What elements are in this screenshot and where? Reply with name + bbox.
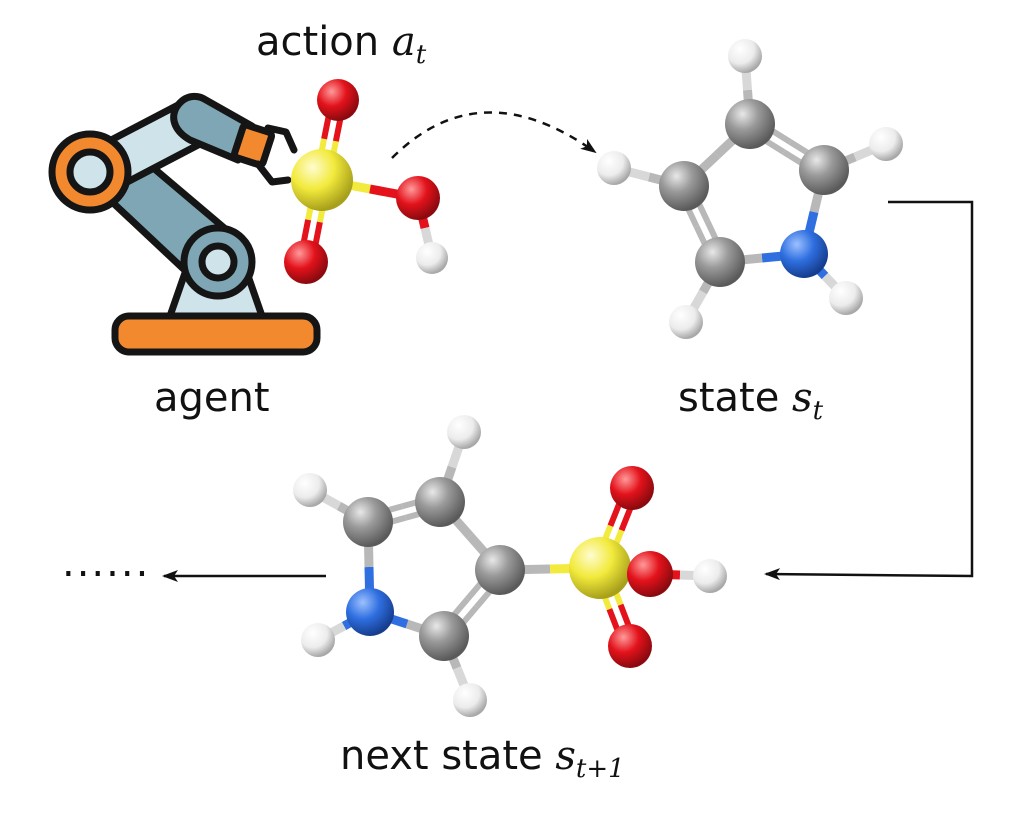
hydrogen-atom <box>669 305 703 339</box>
carbon-atom <box>799 145 849 195</box>
oxygen-atom <box>610 466 654 510</box>
carbon-atom <box>695 237 745 287</box>
next-state-label: next state st+1 <box>340 736 625 782</box>
pyrrole-state <box>597 39 903 339</box>
action-label-word: action <box>256 19 380 65</box>
action-label: action at <box>256 22 426 68</box>
carbon-atom <box>725 99 775 149</box>
hydrogen-atom <box>301 623 335 657</box>
next-state-symbol: s <box>555 733 576 779</box>
hydrogen-atom <box>447 415 481 449</box>
state-transition-arrow <box>764 200 974 581</box>
action-sulfonic-acid <box>284 79 448 284</box>
pyrrole-sulfonic-acid-next-state <box>293 415 727 717</box>
oxygen-atom <box>396 176 440 220</box>
carbon-atom <box>343 497 393 547</box>
oxygen-atom <box>317 79 359 121</box>
next-state-label-word: next state <box>340 733 543 779</box>
nitrogen-atom <box>346 588 394 636</box>
state-label-word: state <box>678 375 780 421</box>
oxygen-atom <box>608 624 652 668</box>
carbon-atom <box>419 611 469 661</box>
action-subscript: t <box>415 40 427 70</box>
robot-arm-icon <box>48 93 321 356</box>
state-subscript: t <box>812 396 824 426</box>
agent-label: agent <box>154 375 270 421</box>
hydrogen-atom <box>453 683 487 717</box>
sulfur-atom <box>291 149 353 211</box>
state-label: state st <box>678 378 823 424</box>
hydrogen-atom <box>728 39 762 73</box>
action-dashed-arrow <box>391 111 597 159</box>
hydrogen-atom <box>829 281 863 315</box>
sulfur-atom <box>569 537 631 599</box>
hydrogen-atom <box>416 242 448 274</box>
oxygen-atom <box>627 551 673 597</box>
action-symbol: a <box>391 19 416 65</box>
hydrogen-atom <box>293 473 327 507</box>
carbon-atom <box>415 477 465 527</box>
next-state-subscript: t+1 <box>575 754 625 784</box>
ellipsis: ...... <box>62 540 151 586</box>
hydrogen-atom <box>869 127 903 161</box>
oxygen-atom <box>284 240 328 284</box>
carbon-atom <box>475 545 525 595</box>
nitrogen-atom <box>780 230 828 278</box>
state-symbol: s <box>792 375 813 421</box>
hydrogen-atom <box>693 559 727 593</box>
hydrogen-atom <box>597 151 631 185</box>
carbon-atom <box>659 161 709 211</box>
